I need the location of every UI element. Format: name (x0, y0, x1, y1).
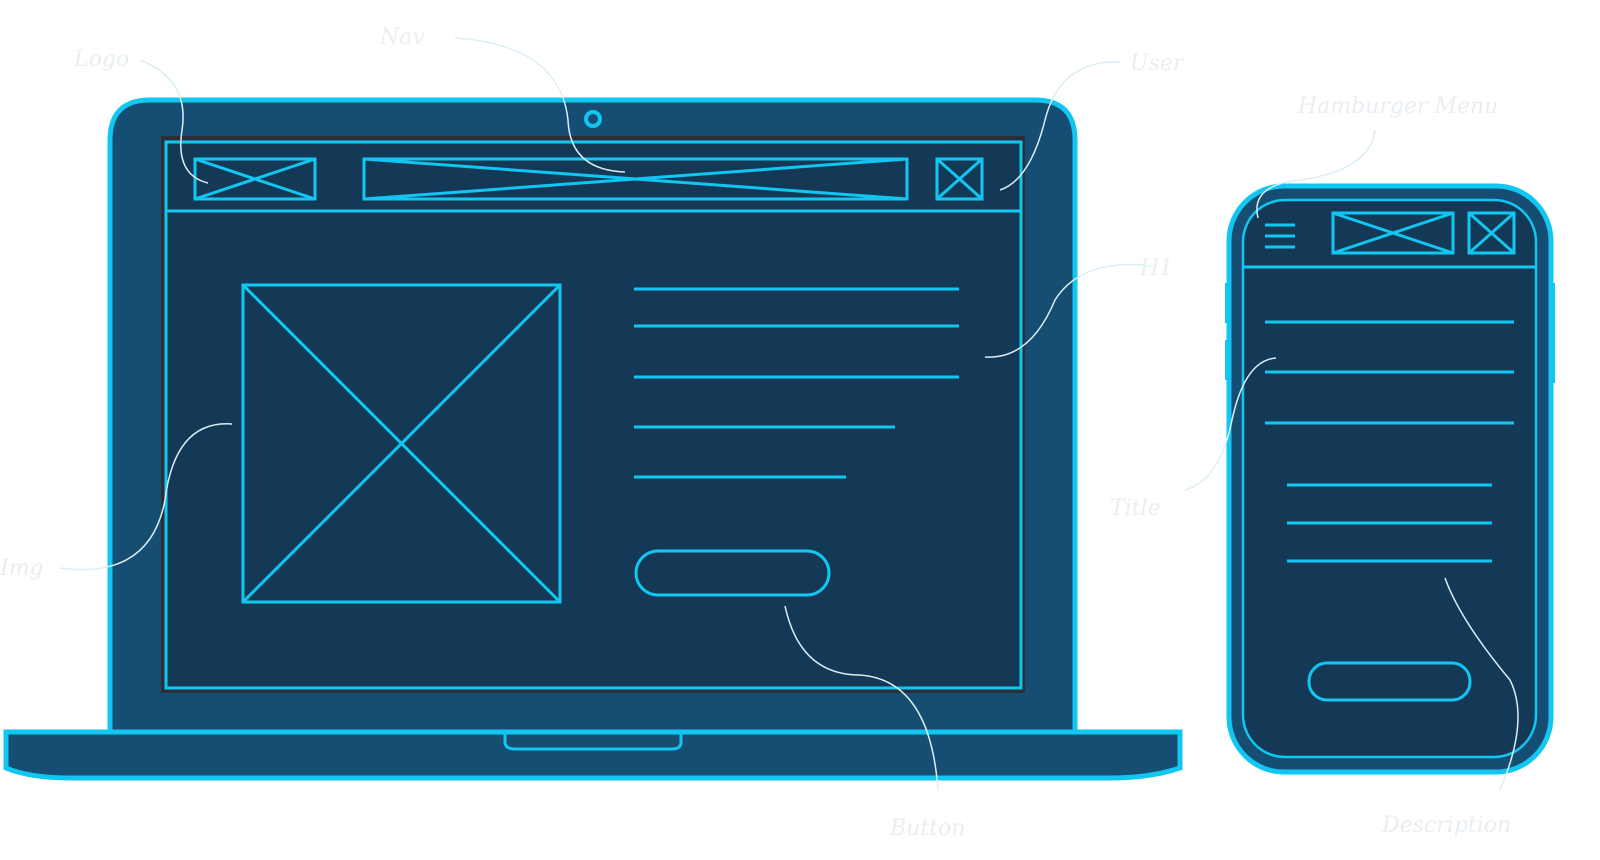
label-hamburger-menu: Hamburger Menu (1297, 94, 1498, 119)
nav-placeholder (362, 157, 909, 201)
phone-logo-placeholder (1331, 211, 1455, 255)
label-user: User (1130, 51, 1185, 76)
label-img: Img (0, 556, 44, 581)
label-description: Description (1381, 813, 1511, 838)
button-placeholder (634, 549, 831, 597)
label-h1: H1 (1139, 256, 1173, 281)
label-logo: Logo (73, 47, 129, 72)
image-placeholder (241, 283, 562, 604)
annotation-arrows (59, 37, 1519, 791)
label-nav: Nav (379, 25, 425, 50)
phone-button-placeholder (1307, 661, 1472, 702)
camera-icon (584, 110, 602, 128)
user-icon-placeholder (935, 157, 984, 201)
text-lines (634, 287, 959, 479)
laptop-base (3, 729, 1183, 781)
hamburger-menu-icon (1265, 223, 1295, 249)
logo-placeholder (193, 157, 317, 201)
label-title: Title (1110, 496, 1161, 521)
label-button: Button (889, 816, 965, 841)
phone-user-placeholder (1467, 211, 1516, 255)
laptop (3, 97, 1183, 781)
phone (1225, 183, 1555, 775)
